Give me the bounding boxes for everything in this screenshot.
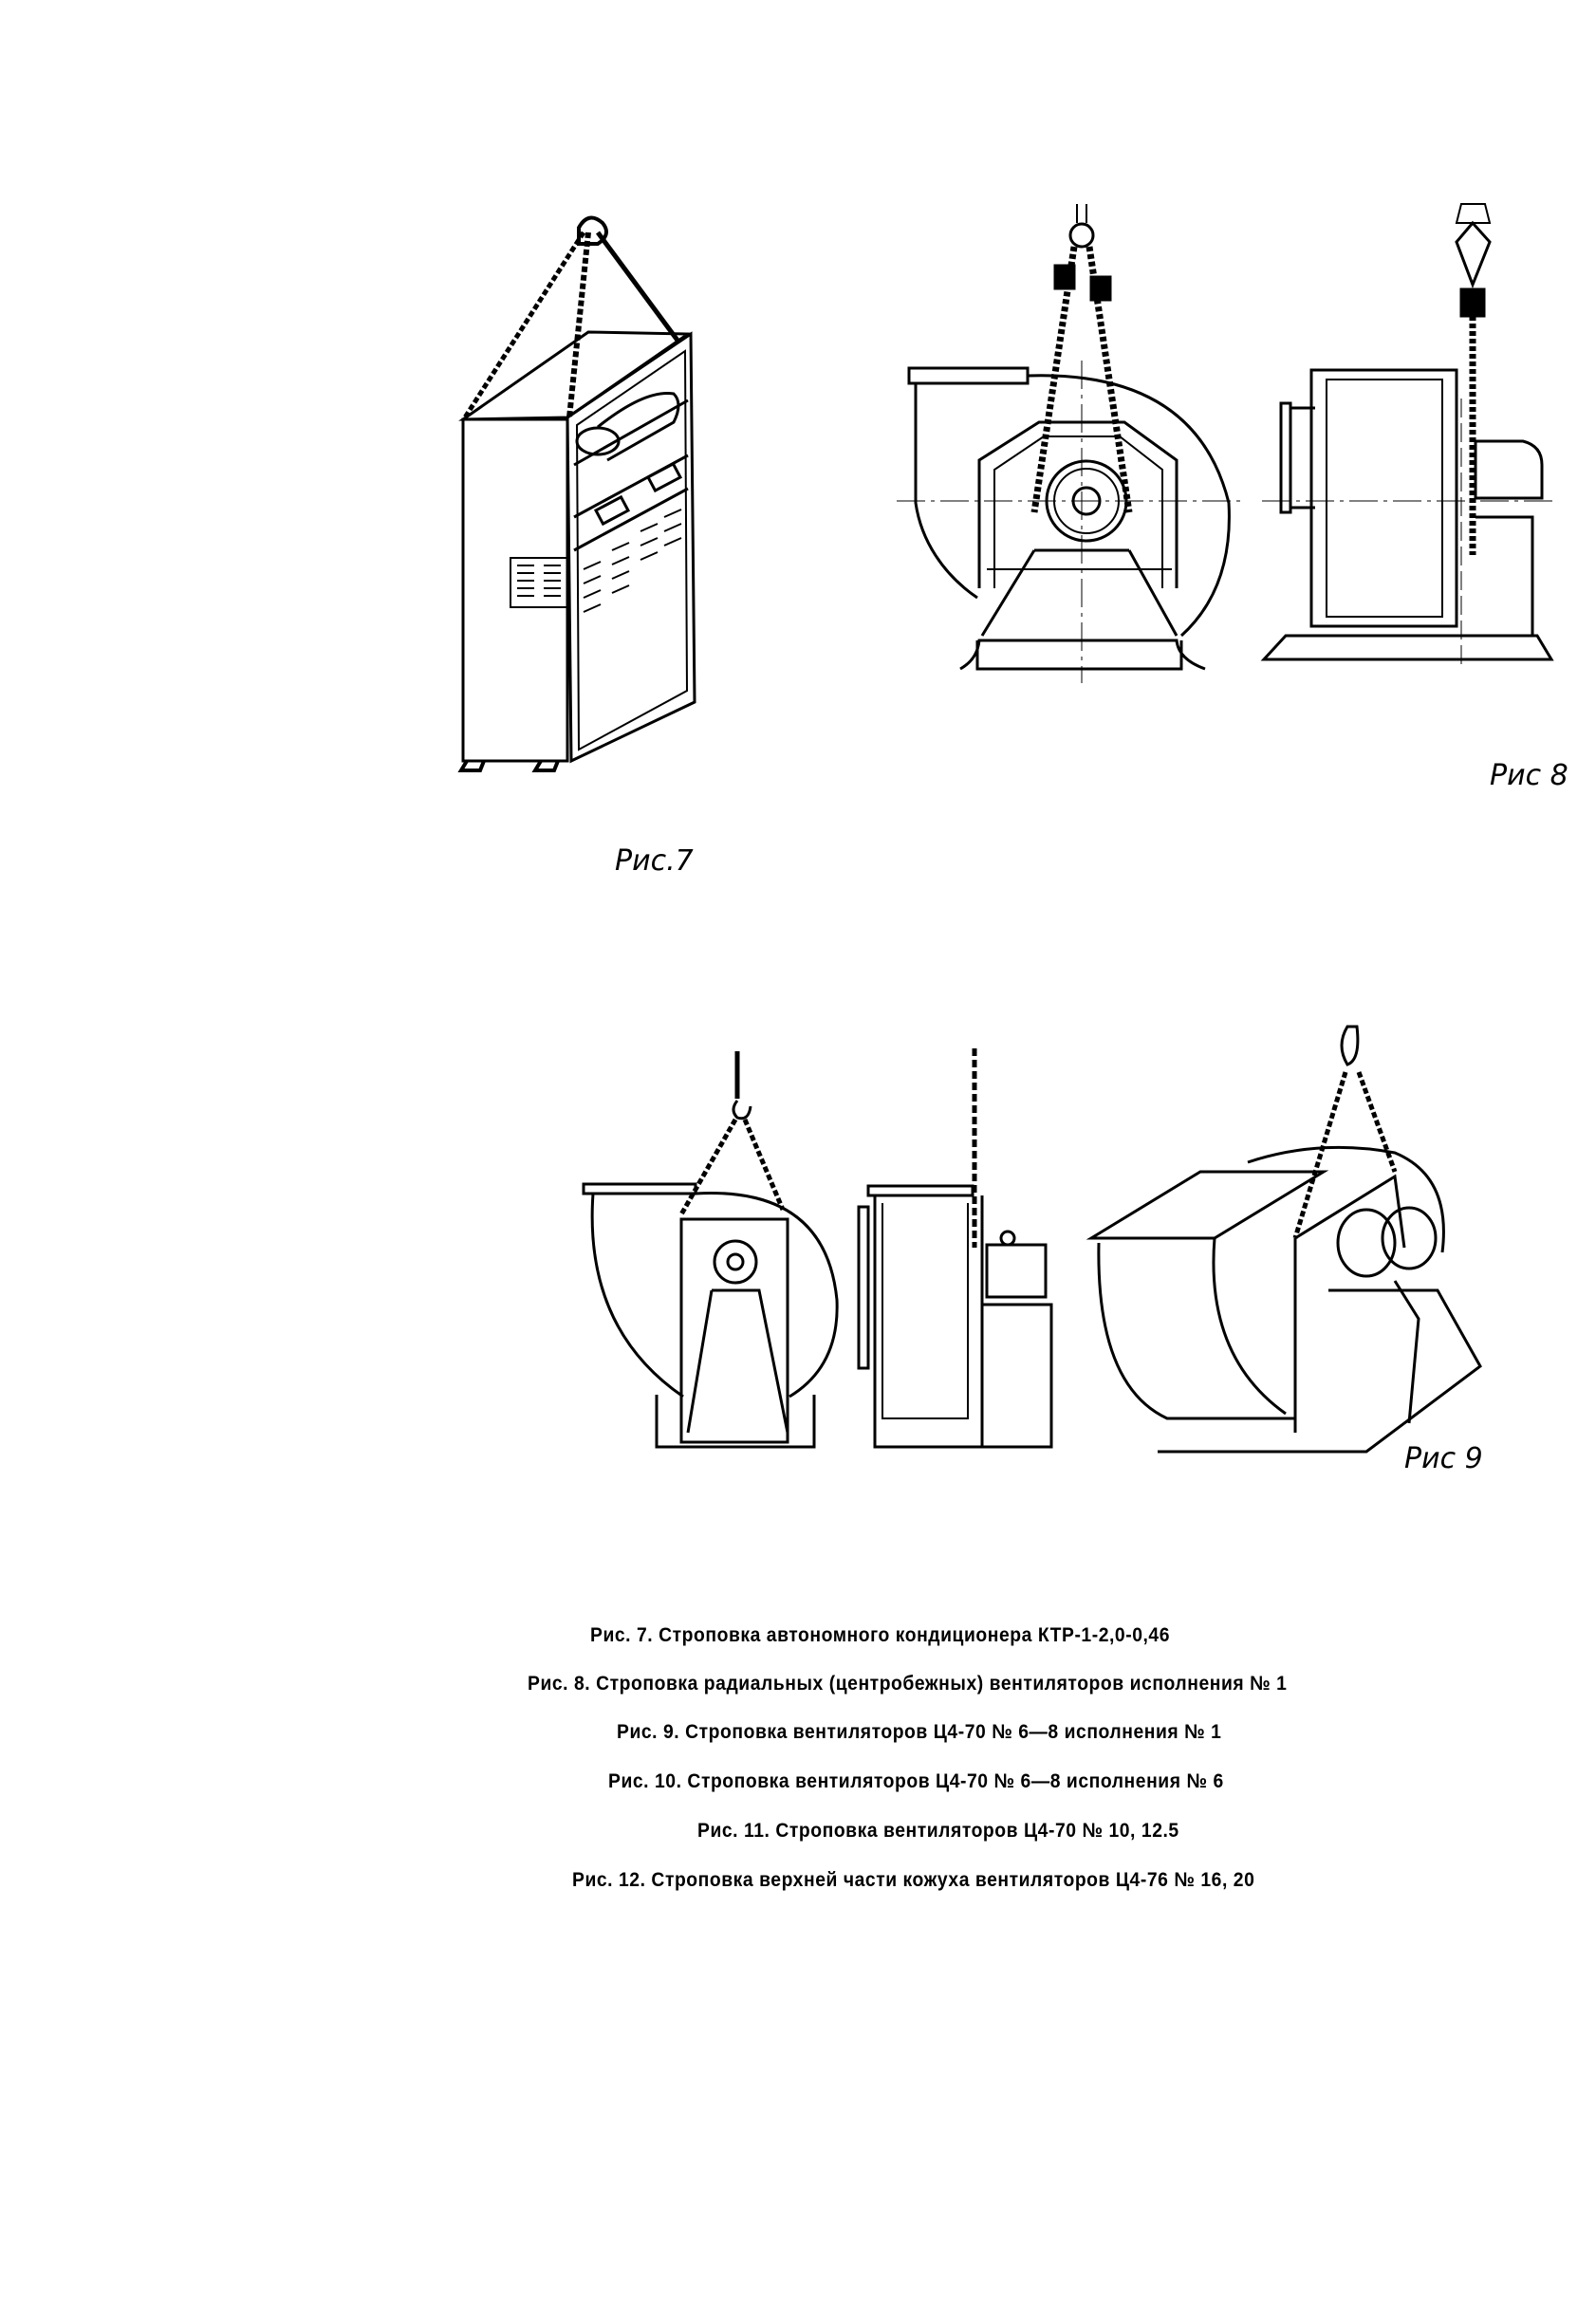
figure-8-label: Рис 8 (1490, 759, 1568, 792)
fan-9-isometric-drawing (1082, 1006, 1518, 1480)
caption-fig-9: Рис. 9. Строповка вентиляторов Ц4-70 № 6… (617, 1721, 1222, 1743)
figure-7-label: Рис.7 (615, 844, 694, 878)
figure-8-fan-side-view: Рис 8 (1253, 190, 1596, 792)
fan-9-front-drawing (569, 1025, 854, 1480)
caption-fig-7: Рис. 7. Строповка автономного кондиционе… (590, 1624, 1171, 1646)
fan-9-side-drawing (854, 1025, 1091, 1480)
figure-8-fan-front-view (892, 190, 1253, 778)
figure-9-fan-isometric-view: Рис 9 (1082, 1006, 1518, 1480)
figure-9-fan-side-view (854, 1025, 1091, 1480)
caption-fig-11: Рис. 11. Строповка вентиляторов Ц4-70 № … (697, 1820, 1179, 1842)
caption-fig-10: Рис. 10. Строповка вентиляторов Ц4-70 № … (608, 1770, 1224, 1792)
fan-side-drawing (1253, 190, 1596, 778)
figure-9-fan-front-view (569, 1025, 854, 1480)
air-conditioner-drawing (446, 190, 731, 901)
caption-fig-12: Рис. 12. Строповка верхней части кожуха … (572, 1869, 1255, 1891)
caption-fig-8: Рис. 8. Строповка радиальных (центробежн… (528, 1673, 1288, 1695)
fan-front-drawing (892, 190, 1253, 778)
figure-7-air-conditioner: Рис.7 (446, 190, 731, 901)
figure-9-label: Рис 9 (1404, 1442, 1483, 1475)
